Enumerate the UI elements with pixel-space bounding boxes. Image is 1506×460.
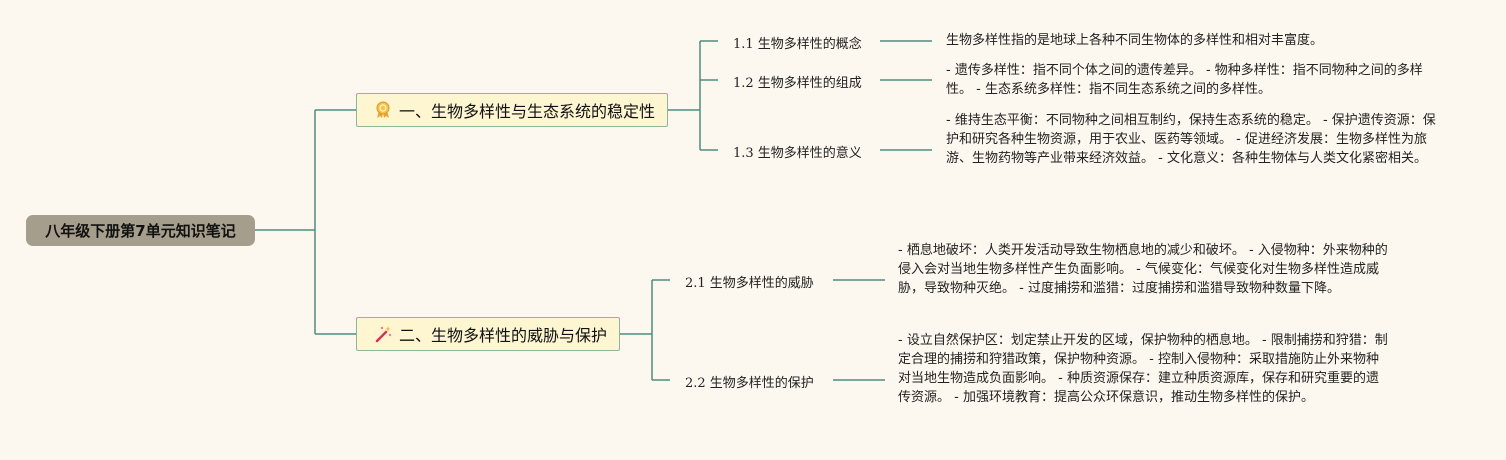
branch-label: 二、生物多样性的威胁与保护 — [399, 326, 608, 345]
subtopic-1-1[interactable]: 1.1 生物多样性的概念 — [733, 37, 862, 52]
detail-1-3[interactable]: - 维持生态平衡：不同物种之间相互制约，保持生态系统的稳定。 - 保护遗传资源：… — [946, 113, 1436, 166]
award-ribbon-icon — [373, 100, 393, 120]
magic-wand-icon — [373, 324, 393, 344]
subtopic-2-1[interactable]: 2.1 生物多样性的威胁 — [685, 276, 814, 291]
detail-1-2[interactable]: - 遗传多样性：指不同个体之间的遗传差异。 - 物种多样性：指不同物种之间的多样… — [946, 63, 1423, 97]
subtopic-1-2[interactable]: 1.2 生物多样性的组成 — [733, 76, 862, 91]
detail-1-1[interactable]: 生物多样性指的是地球上各种不同生物体的多样性和相对丰富度。 — [946, 33, 1324, 48]
subtopic-1-3[interactable]: 1.3 生物多样性的意义 — [733, 146, 862, 161]
detail-2-2[interactable]: - 设立自然保护区：划定禁止开发的区域，保护物种的栖息地。 - 限制捕捞和狩猎：… — [898, 333, 1388, 405]
branch-topic-1[interactable]: 一、生物多样性与生态系统的稳定性 — [356, 93, 668, 127]
detail-2-1[interactable]: - 栖息地破坏：人类开发活动导致生物栖息地的减少和破坏。 - 入侵物种：外来物种… — [898, 243, 1388, 296]
branch-topic-2[interactable]: 二、生物多样性的威胁与保护 — [356, 317, 620, 351]
branch-label: 一、生物多样性与生态系统的稳定性 — [399, 102, 656, 121]
root-topic[interactable]: 八年级下册第7单元知识笔记 — [26, 215, 255, 246]
subtopic-2-2[interactable]: 2.2 生物多样性的保护 — [685, 376, 814, 391]
